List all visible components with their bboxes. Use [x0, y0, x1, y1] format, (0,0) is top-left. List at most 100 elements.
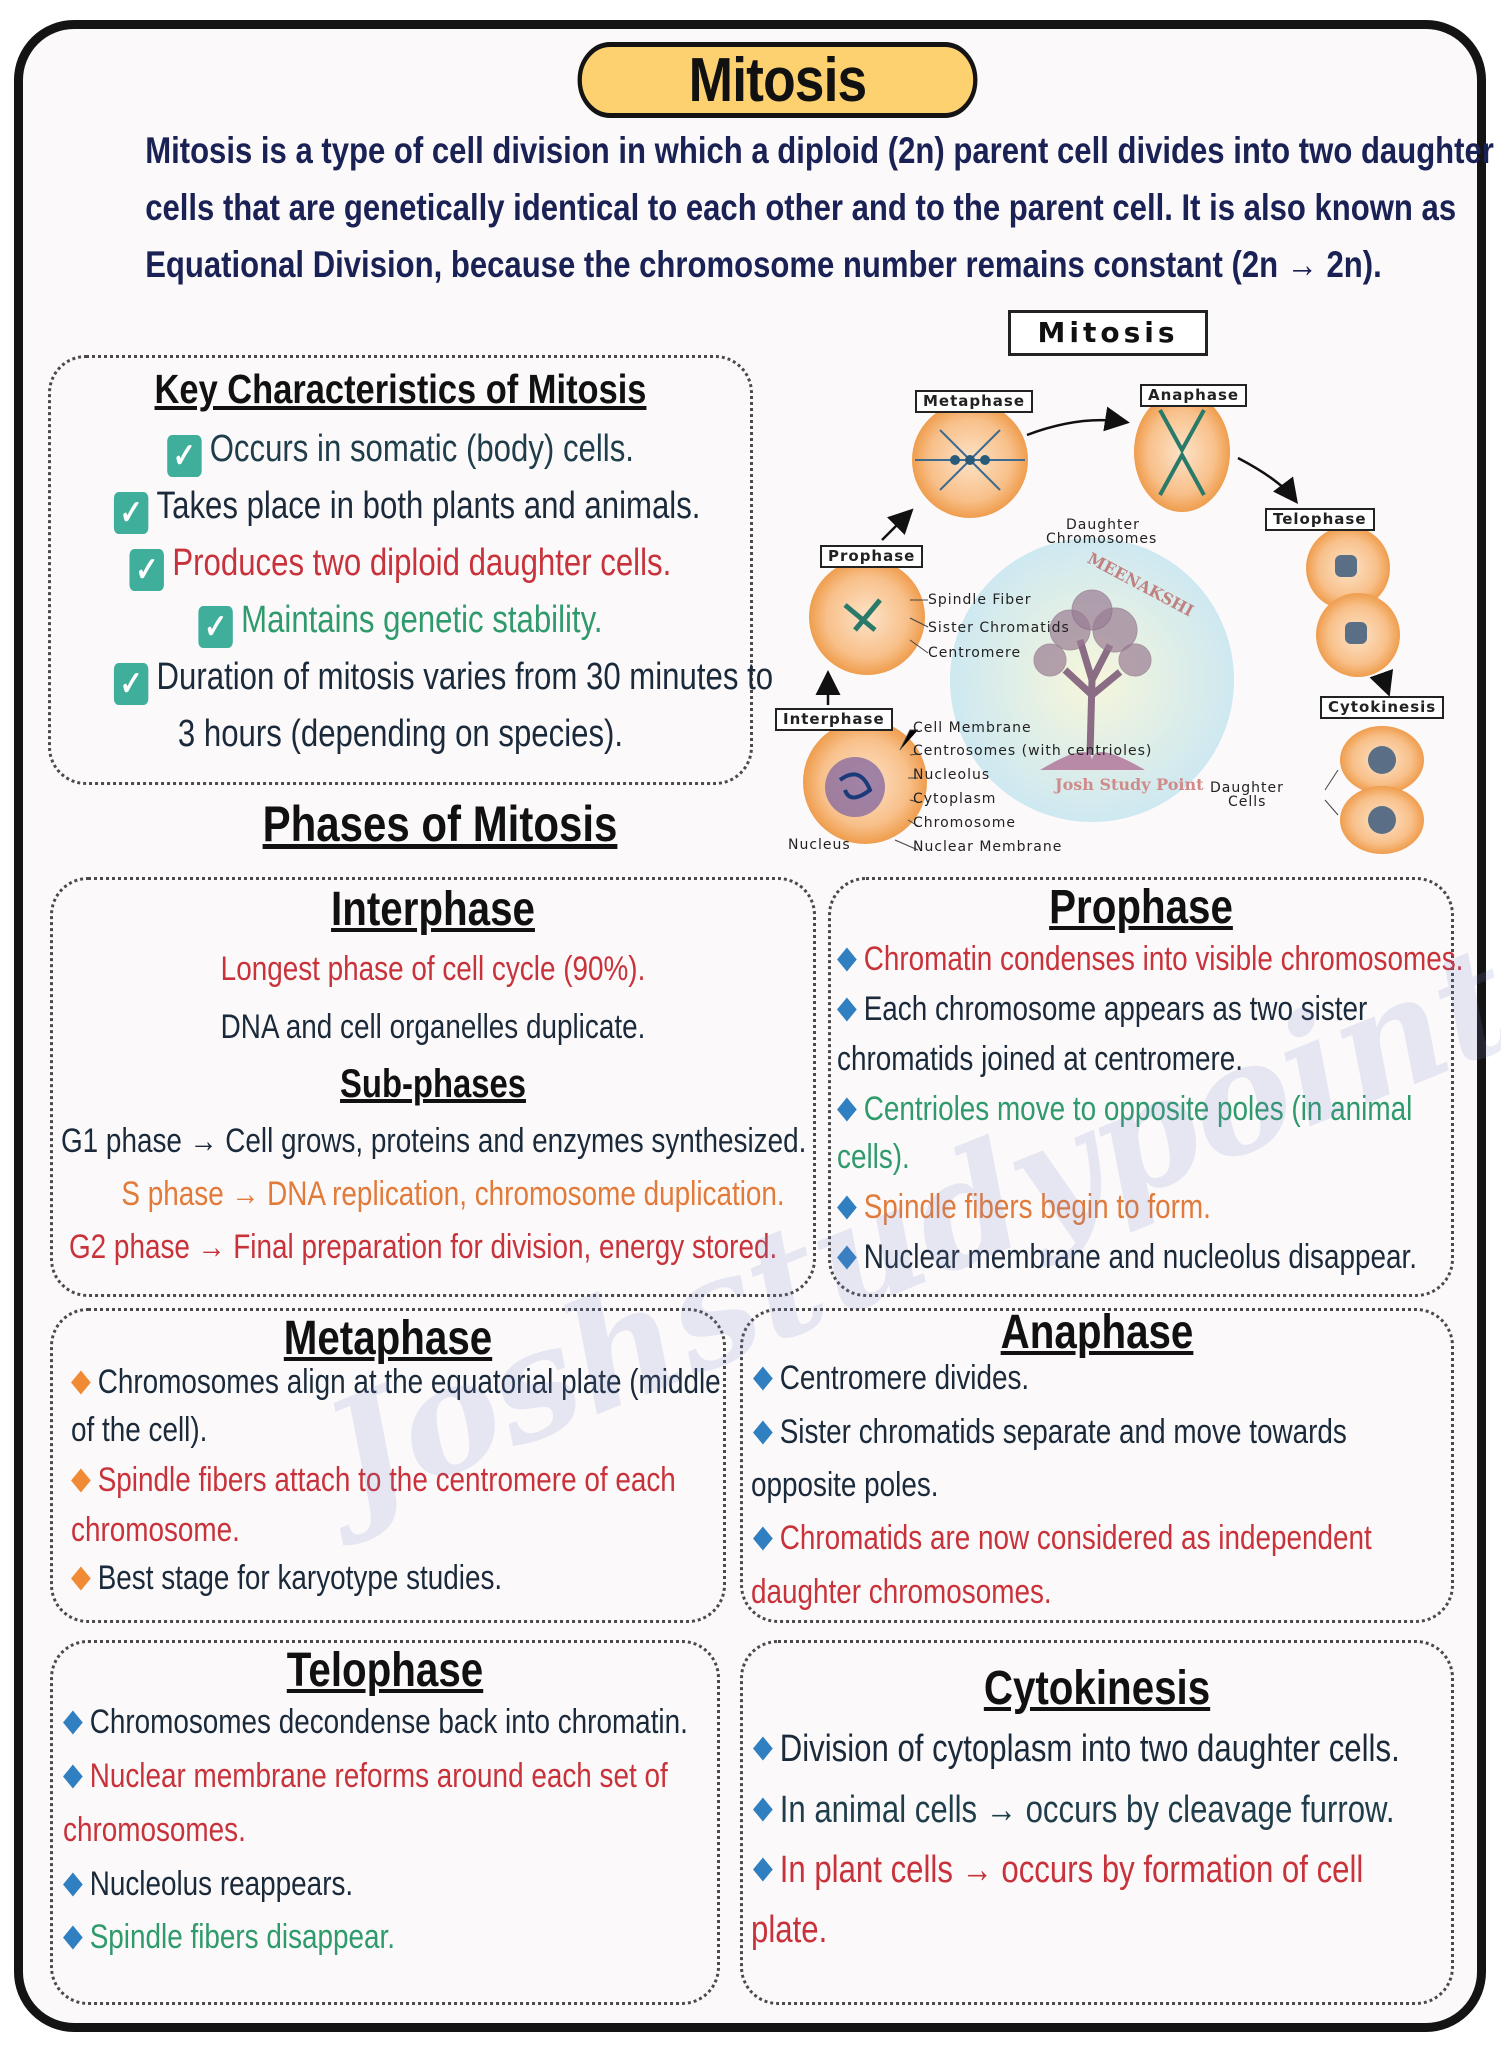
interphase-heading: Interphase — [331, 883, 535, 936]
stage-label-telophase: Telophase — [1265, 508, 1375, 531]
diamond-bullet-icon — [753, 1857, 773, 1882]
annotation-nucleus: Nucleus — [788, 837, 851, 853]
mitosis-diagram: Mitosis Metaphase Anaphase Telophase Pro… — [770, 300, 1475, 870]
check-icon: ✓ — [113, 663, 149, 705]
cytokinesis-point: Division of cytoplasm into two daughter … — [751, 1728, 1400, 1771]
prophase-point: Centrioles move to opposite poles (in an… — [835, 1090, 1412, 1129]
key-item: ✓Takes place in both plants and animals. — [113, 485, 700, 534]
phases-heading: Phases of Mitosis — [262, 796, 618, 852]
cytokinesis-point-continued: plate. — [751, 1909, 828, 1951]
diamond-bullet-icon — [837, 1244, 857, 1270]
diamond-bullet-icon — [63, 1871, 83, 1897]
diamond-bullet-icon — [71, 1369, 91, 1395]
prophase-point-continued: cells). — [837, 1138, 910, 1176]
metaphase-point: Spindle fibers attach to the centromere … — [69, 1461, 676, 1500]
diamond-bullet-icon — [71, 1467, 91, 1493]
telophase-box: Telophase Chromosomes decondense back in… — [50, 1640, 720, 2005]
annotation-daughter-chromosomes: Daughter — [1066, 517, 1140, 533]
tree-logo-icon — [1033, 589, 1152, 770]
check-icon: ✓ — [167, 435, 202, 477]
logo-text: Josh Study Point — [1055, 775, 1204, 794]
arrow-icon — [1026, 406, 1130, 437]
telophase-point: Nucleolus reappears. — [61, 1865, 353, 1904]
arrow-icon — [1237, 456, 1299, 504]
intro-paragraph: Mitosis is a type of cell division in wh… — [30, 122, 1494, 293]
stage-label-metaphase: Metaphase — [915, 390, 1034, 413]
anaphase-point-continued: opposite poles. — [751, 1466, 939, 1504]
annotation-spindle-fiber: Spindle Fiber — [928, 592, 1032, 608]
key-item: ✓Occurs in somatic (body) cells. — [114, 428, 687, 477]
interphase-box: Interphase Longest phase of cell cycle (… — [50, 877, 816, 1297]
diamond-bullet-icon — [837, 1096, 857, 1122]
diamond-bullet-icon — [837, 1194, 857, 1220]
annotation-daughter-cells: Cells — [1228, 794, 1267, 810]
diamond-bullet-icon — [753, 1365, 773, 1391]
annotation-centrosomes: Centrosomes (with centrioles) — [913, 743, 1153, 759]
page-title: Mitosis — [577, 42, 978, 118]
key-item: ✓Duration of mitosis varies from 30 minu… — [113, 656, 773, 705]
diamond-bullet-icon — [753, 1797, 773, 1822]
cytokinesis-box: Cytokinesis Division of cytoplasm into t… — [740, 1640, 1454, 2005]
stage-label-interphase: Interphase — [775, 708, 893, 731]
metaphase-box: Metaphase Chromosomes align at the equat… — [50, 1308, 726, 1623]
prophase-point: Chromatin condenses into visible chromos… — [835, 940, 1463, 979]
diamond-bullet-icon — [837, 996, 857, 1022]
arrow-icon — [881, 508, 914, 541]
telophase-point: Nuclear membrane reforms around each set… — [61, 1757, 668, 1796]
cytokinesis-heading: Cytokinesis — [983, 1662, 1211, 1715]
anaphase-point: Centromere divides. — [751, 1359, 1029, 1398]
annotation-nucleolus: Nucleolus — [913, 767, 991, 783]
prophase-heading: Prophase — [1049, 881, 1233, 934]
annotation-chromosome: Chromosome — [913, 815, 1016, 831]
annotation-nuclear-membrane: Nuclear Membrane — [913, 839, 1063, 855]
telophase-point-continued: chromosomes. — [63, 1811, 246, 1849]
anaphase-box: Anaphase Centromere divides. Sister chro… — [740, 1306, 1454, 1623]
cytokinesis-point: In animal cells → occurs by cleavage fur… — [751, 1789, 1395, 1832]
prophase-point: Spindle fibers begin to form. — [835, 1188, 1211, 1227]
diamond-bullet-icon — [753, 1736, 773, 1761]
metaphase-point-continued: of the cell). — [71, 1411, 208, 1449]
anaphase-point-continued: daughter chromosomes. — [751, 1573, 1052, 1611]
anaphase-point: Sister chromatids separate and move towa… — [751, 1413, 1347, 1452]
intro-line: Mitosis is a type of cell division in wh… — [145, 130, 1494, 171]
arrow-icon — [1369, 668, 1394, 697]
subphases-heading: Sub-phases — [340, 1062, 526, 1106]
interphase-line: DNA and cell organelles duplicate. — [220, 1008, 646, 1046]
interphase-line: Longest phase of cell cycle (90%). — [220, 950, 646, 988]
check-icon: ✓ — [129, 549, 165, 591]
annotation-cytoplasm: Cytoplasm — [913, 791, 997, 807]
diamond-bullet-icon — [71, 1565, 91, 1591]
anaphase-point: Chromatids are now considered as indepen… — [751, 1519, 1372, 1558]
intro-line: cells that are genetically identical to … — [145, 187, 1457, 228]
stage-label-cytokinesis: Cytokinesis — [1320, 696, 1445, 719]
diamond-bullet-icon — [753, 1525, 773, 1551]
key-characteristics-box: Key Characteristics of Mitosis ✓Occurs i… — [48, 355, 773, 785]
check-icon: ✓ — [198, 606, 233, 648]
g2-phase-line: G2 phase → Final preparation for divisio… — [69, 1228, 778, 1266]
diamond-bullet-icon — [753, 1419, 773, 1445]
telophase-point: Chromosomes decondense back into chromat… — [61, 1703, 688, 1742]
cytokinesis-point: In plant cells → occurs by formation of … — [751, 1849, 1363, 1892]
annotation-daughter-cells: Daughter — [1210, 780, 1284, 796]
prophase-point: Each chromosome appears as two sister — [835, 990, 1367, 1029]
diamond-bullet-icon — [63, 1763, 83, 1789]
anaphase-heading: Anaphase — [1000, 1306, 1194, 1359]
g1-phase-line: G1 phase → Cell grows, proteins and enzy… — [61, 1122, 807, 1160]
key-item: ✓Produces two diploid daughter cells. — [114, 542, 687, 591]
stage-label-anaphase: Anaphase — [1140, 384, 1248, 407]
diamond-bullet-icon — [837, 946, 857, 972]
prophase-point: Nuclear membrane and nucleolus disappear… — [835, 1238, 1417, 1277]
diagram-title: Mitosis — [1008, 310, 1208, 356]
metaphase-point: Chromosomes align at the equatorial plat… — [69, 1363, 721, 1402]
annotation-cell-membrane: Cell Membrane — [913, 720, 1032, 736]
diamond-bullet-icon — [63, 1924, 83, 1950]
prophase-box: Prophase Chromatin condenses into visibl… — [828, 877, 1463, 1297]
check-icon: ✓ — [113, 492, 149, 534]
telophase-heading: Telophase — [286, 1644, 484, 1697]
annotation-sister-chromatids: Sister Chromatids — [928, 620, 1070, 636]
annotation-centromere: Centromere — [928, 645, 1022, 661]
diamond-bullet-icon — [63, 1709, 83, 1735]
telophase-point: Spindle fibers disappear. — [61, 1918, 395, 1957]
metaphase-point: Best stage for karyotype studies. — [69, 1559, 502, 1598]
intro-line: Equational Division, because the chromos… — [145, 244, 1382, 285]
